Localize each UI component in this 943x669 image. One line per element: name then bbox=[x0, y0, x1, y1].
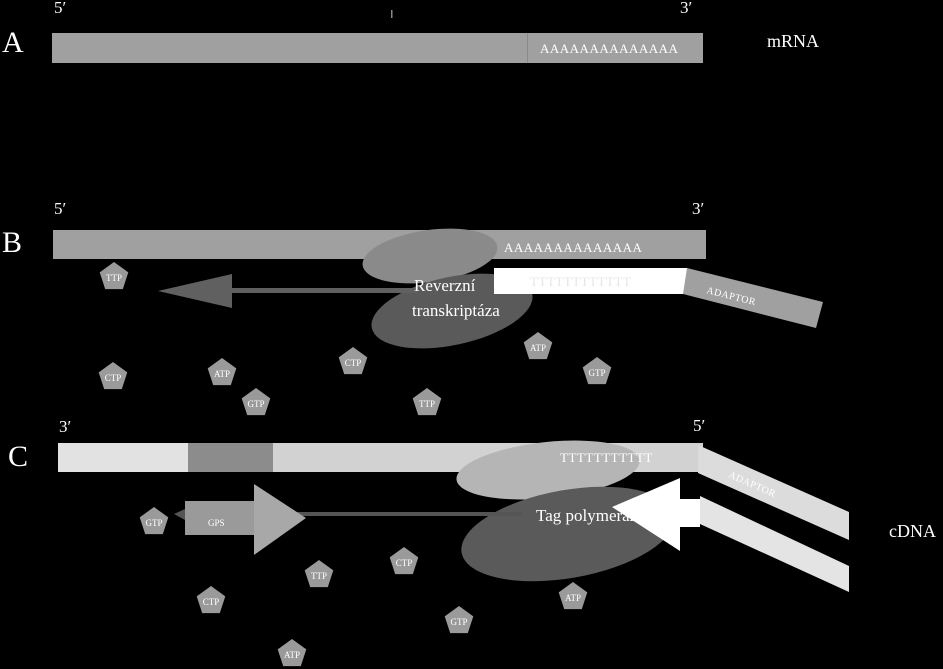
gps-arrowhead bbox=[254, 484, 306, 555]
nucleotide-label: ATP bbox=[214, 369, 230, 379]
nucleotide-label: TTP bbox=[419, 399, 435, 409]
oligo-dt-sequence: TTTTTTTTTTTT bbox=[530, 274, 631, 289]
nucleotide-ctp: CTP bbox=[339, 347, 368, 374]
nucleotide-ctp: CTP bbox=[390, 547, 419, 574]
section-c-letter: C bbox=[8, 440, 28, 473]
gps-label: GPS bbox=[208, 518, 225, 528]
oligo-dt-c: TTTTTTTTTTT bbox=[560, 450, 653, 465]
mrna-label: mRNA bbox=[767, 31, 819, 51]
nucleotide-ctp: CTP bbox=[99, 362, 128, 389]
nucleotide-label: TTP bbox=[311, 571, 327, 581]
poly-a-divider bbox=[527, 33, 528, 63]
nucleotide-label: GTP bbox=[145, 518, 162, 528]
section-b-letter: B bbox=[2, 226, 22, 259]
poly-a-tail: AAAAAAAAAAAAAA bbox=[540, 41, 679, 56]
section-a-three-prime: 3′ bbox=[680, 0, 692, 17]
white-primer-body bbox=[677, 499, 700, 527]
section-a: A 5′ 3′ AAAAAAAAAAAAAA mRNA bbox=[2, 0, 819, 63]
nucleotide-atp: ATP bbox=[278, 639, 307, 666]
section-a-letter: A bbox=[2, 26, 24, 59]
nucleotide-atp: ATP bbox=[208, 358, 237, 385]
nucleotide-atp: ATP bbox=[559, 582, 588, 609]
nucleotide-gtp: GTP bbox=[242, 388, 271, 415]
section-b: B 5′ 3′ AAAAAAAAAAAAAA TTTTTTTTTTTT ADAP… bbox=[2, 199, 823, 415]
primer-binding-site bbox=[188, 443, 273, 472]
section-b-three-prime: 3′ bbox=[692, 199, 704, 218]
nucleotide-label: CTP bbox=[203, 597, 220, 607]
section-c: C 3′ 5′ TTTTTTTTTTT ADAPTOR GPS Tag poly… bbox=[8, 416, 936, 666]
nucleotide-label: ATP bbox=[284, 650, 300, 660]
nucleotide-ttp: TTP bbox=[413, 388, 442, 415]
nucleotide-gtp: GTP bbox=[445, 606, 474, 633]
cdna-left-segment bbox=[58, 443, 188, 472]
nucleotide-ttp: TTP bbox=[305, 560, 334, 587]
section-c-three-prime: 3′ bbox=[59, 417, 71, 436]
tick-mark bbox=[391, 10, 393, 18]
nucleotide-gtp: GTP bbox=[583, 357, 612, 384]
synthesis-arrow-b bbox=[158, 274, 232, 308]
nucleotide-label: GTP bbox=[450, 617, 467, 627]
nucleotide-atp: ATP bbox=[524, 332, 553, 359]
polymerase-label: Tag polymeráza bbox=[536, 506, 645, 525]
section-b-five-prime: 5′ bbox=[54, 199, 66, 218]
nucleotide-label: ATP bbox=[565, 593, 581, 603]
enzyme-label-line2: transkriptáza bbox=[412, 301, 500, 320]
section-a-five-prime: 5′ bbox=[54, 0, 66, 17]
synthesis-line-b bbox=[225, 288, 417, 293]
poly-a-tail-b: AAAAAAAAAAAAAA bbox=[504, 240, 643, 255]
cdna-label: cDNA bbox=[889, 521, 936, 541]
nucleotide-label: GTP bbox=[247, 399, 264, 409]
section-c-five-prime: 5′ bbox=[693, 416, 705, 435]
nucleotide-label: CTP bbox=[396, 558, 413, 568]
synthesis-arrow-tip-c bbox=[174, 509, 185, 520]
nucleotide-label: CTP bbox=[105, 373, 122, 383]
nucleotide-ttp: TTP bbox=[100, 262, 129, 289]
nucleotide-label: ATP bbox=[530, 343, 546, 353]
nucleotide-label: TTP bbox=[106, 273, 122, 283]
synthesis-line-c bbox=[270, 512, 522, 516]
nucleotide-ctp: CTP bbox=[197, 586, 226, 613]
nucleotide-gtp: GTP bbox=[140, 507, 169, 534]
nucleotide-label: GTP bbox=[588, 368, 605, 378]
nucleotide-label: CTP bbox=[345, 358, 362, 368]
enzyme-label-line1: Reverzní bbox=[414, 276, 476, 295]
